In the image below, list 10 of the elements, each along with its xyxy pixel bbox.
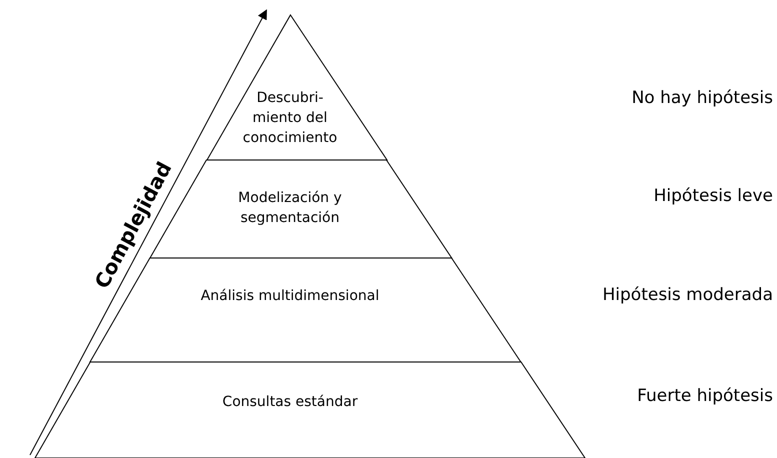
level-label: Descubri- miento del conocimiento bbox=[242, 89, 338, 148]
hypothesis-label: No hay hipótesis bbox=[632, 88, 773, 108]
pyramid-level bbox=[35, 362, 585, 458]
hypothesis-label: Hipótesis moderada bbox=[602, 285, 773, 305]
pyramid-apex bbox=[206, 15, 387, 160]
hypothesis-label: Fuerte hipótesis bbox=[637, 386, 773, 406]
level-label: Análisis multidimensional bbox=[200, 287, 380, 306]
level-label: Consultas estándar bbox=[221, 393, 359, 412]
level-label: Modelización y segmentación bbox=[237, 189, 343, 228]
hypothesis-label: Hipótesis leve bbox=[654, 186, 773, 206]
